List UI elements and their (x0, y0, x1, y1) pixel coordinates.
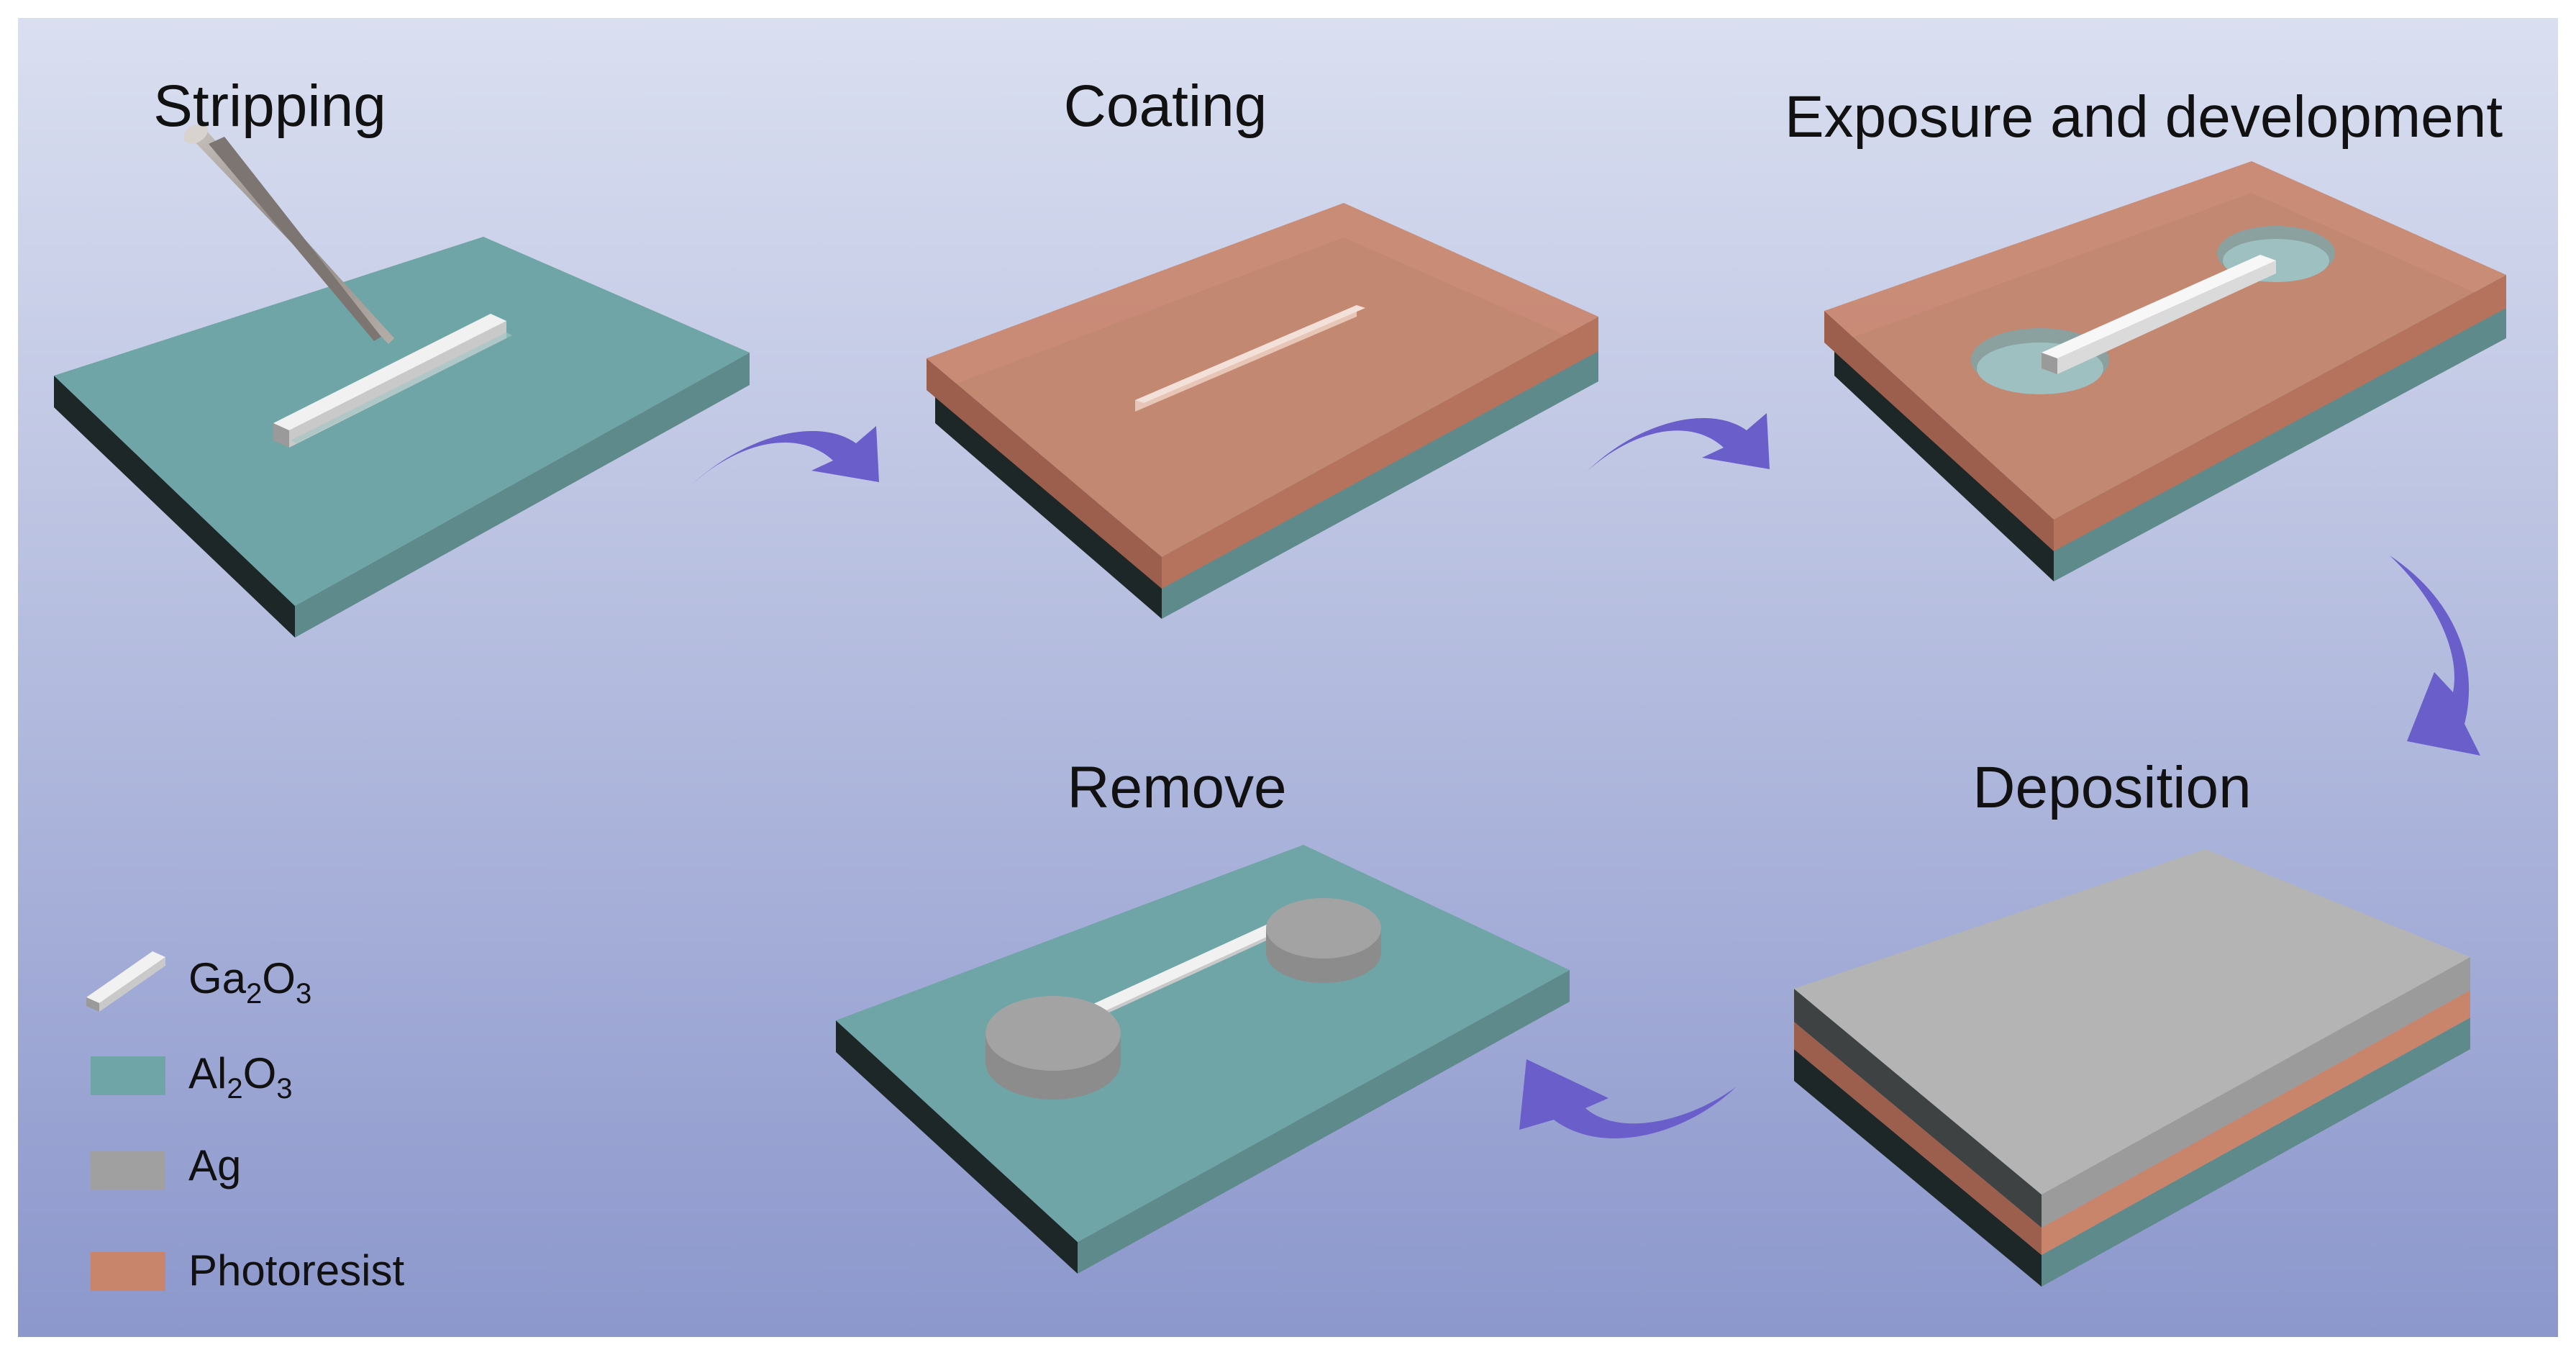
legend-swatch-photoresist (91, 1252, 165, 1291)
legend-swatch-al2o3 (91, 1056, 165, 1095)
step-title-exposure: Exposure and development (1785, 84, 2503, 150)
step-title-remove: Remove (1067, 755, 1286, 820)
curved-arrow-icon (1587, 413, 1770, 471)
legend-label-ag: Ag (188, 1141, 241, 1189)
photoresist-layer (1794, 990, 2470, 1255)
photoresist-layer (927, 203, 1598, 589)
al2o3-substrate (1794, 1018, 2470, 1287)
ag-electrode-left (986, 996, 1121, 1100)
legend-item-al2o3: Al2O3 (91, 1049, 293, 1105)
curved-arrow-icon (2390, 556, 2480, 756)
deposition-panel: Deposition (1794, 755, 2470, 1287)
al2o3-substrate (836, 845, 1570, 1274)
photoresist-layer (1824, 161, 2506, 551)
exposure-panel: Exposure and development (1785, 84, 2506, 581)
step-title-coating: Coating (1064, 73, 1267, 139)
ga2o3-nanobelt (1057, 918, 1295, 1036)
coating-panel: Coating (927, 73, 1598, 619)
ga2o3-nanobelt (273, 314, 512, 448)
tweezers-icon (183, 124, 394, 344)
step-title-stripping: Stripping (153, 73, 386, 139)
curved-arrow-icon (1519, 1059, 1737, 1138)
ag-layer (1794, 849, 2470, 1228)
ga2o3-nanobelt (1135, 305, 1365, 412)
remove-panel: Remove (836, 755, 1570, 1274)
legend-item-ag: Ag (91, 1141, 241, 1190)
al2o3-substrate (54, 237, 750, 638)
legend-item-photoresist: Photoresist (91, 1246, 404, 1295)
legend-label-al2o3: Al2O3 (188, 1049, 293, 1105)
legend-label-photoresist: Photoresist (188, 1246, 404, 1295)
ga2o3-nanobelt (2042, 255, 2276, 374)
step-title-deposition: Deposition (1972, 755, 2251, 820)
legend-swatch-ga2o3 (86, 951, 165, 1012)
curved-arrow-icon (692, 426, 879, 484)
legend-label-ga2o3: Ga2O3 (188, 954, 311, 1010)
ag-electrode-right (1266, 898, 1381, 983)
stripping-panel: Stripping (54, 73, 750, 638)
legend-item-ga2o3: Ga2O3 (86, 951, 311, 1012)
legend-swatch-ag (91, 1151, 165, 1190)
legend: Ga2O3 Al2O3 Ag Photoresist (86, 951, 404, 1295)
